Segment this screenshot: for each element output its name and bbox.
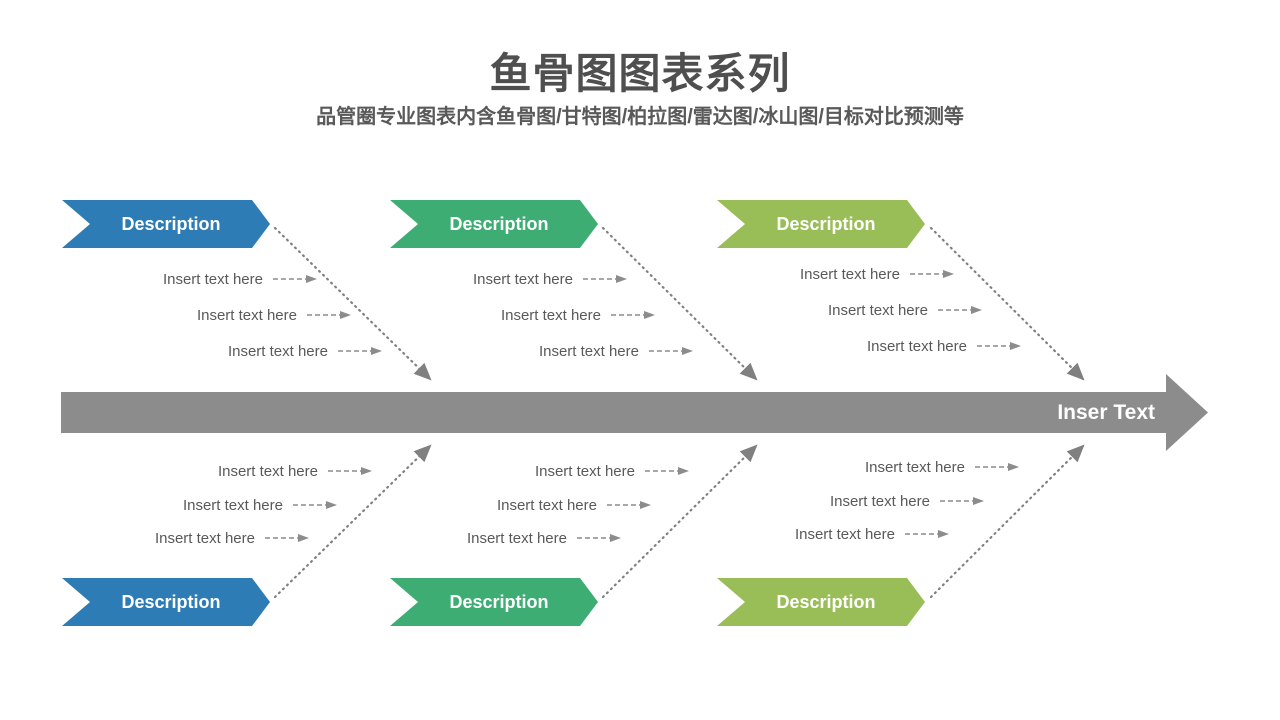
dashed-arrow-icon [607,501,651,509]
banner-label: Description [776,213,876,234]
placeholder-row[interactable]: Insert text here [501,305,656,325]
page-subtitle: 品管圈专业图表内含鱼骨图/甘特图/柏拉图/雷达图/冰山图/目标对比预测等 [316,106,964,128]
dashed-arrow-icon [649,347,693,355]
dashed-arrow-icon [975,463,1019,471]
banner-top-right[interactable]: Description [717,200,925,248]
spine-arrow[interactable]: Inser Text [61,392,1167,433]
placeholder-row[interactable]: Insert text here [197,305,352,325]
dashed-arrow-icon [265,534,309,542]
spine-label: Inser Text [1057,400,1155,424]
dashed-arrow-icon [273,275,317,283]
placeholder-row[interactable]: Insert text here [183,495,338,515]
placeholder-row[interactable]: Insert text here [155,528,310,548]
placeholder-row[interactable]: Insert text here [535,461,690,481]
placeholder-row[interactable]: Insert text here [473,269,628,289]
placeholder-row[interactable]: Insert text here [800,264,955,284]
dashed-arrow-icon [977,342,1021,350]
dashed-arrow-icon [328,467,372,475]
dashed-arrow-icon [583,275,627,283]
spine-arrowhead-icon [1166,374,1208,451]
placeholder-row[interactable]: Insert text here [218,461,373,481]
dashed-arrow-icon [910,270,954,278]
banner-bottom-left[interactable]: Description [62,578,270,626]
banner-label: Description [776,591,876,612]
dashed-arrow-icon [940,497,984,505]
banner-bottom-right[interactable]: Description [717,578,925,626]
page-title: 鱼骨图图表系列 [489,50,791,97]
banner-top-middle[interactable]: Description [390,200,598,248]
dashed-arrow-icon [338,347,382,355]
dashed-arrow-icon [905,530,949,538]
placeholder-row[interactable]: Insert text here [828,300,983,320]
banner-top-left[interactable]: Description [62,200,270,248]
placeholder-row[interactable]: Insert text here [539,341,694,361]
dashed-arrow-icon [645,467,689,475]
placeholder-row[interactable]: Insert text here [497,495,652,515]
placeholder-row[interactable]: Insert text here [865,457,1020,477]
banner-label: Description [121,213,221,234]
banner-bottom-middle[interactable]: Description [390,578,598,626]
placeholder-row[interactable]: Insert text here [163,269,318,289]
placeholder-row[interactable]: Insert text here [228,341,383,361]
placeholder-row[interactable]: Insert text here [795,524,950,544]
dashed-arrow-icon [577,534,621,542]
dashed-arrow-icon [293,501,337,509]
banner-label: Description [449,591,549,612]
placeholder-row[interactable]: Insert text here [467,528,622,548]
placeholder-row[interactable]: Insert text here [867,336,1022,356]
placeholder-row[interactable]: Insert text here [830,491,985,511]
banner-label: Description [121,591,221,612]
dashed-arrow-icon [307,311,351,319]
dashed-arrow-icon [611,311,655,319]
banner-label: Description [449,213,549,234]
dashed-arrow-icon [938,306,982,314]
